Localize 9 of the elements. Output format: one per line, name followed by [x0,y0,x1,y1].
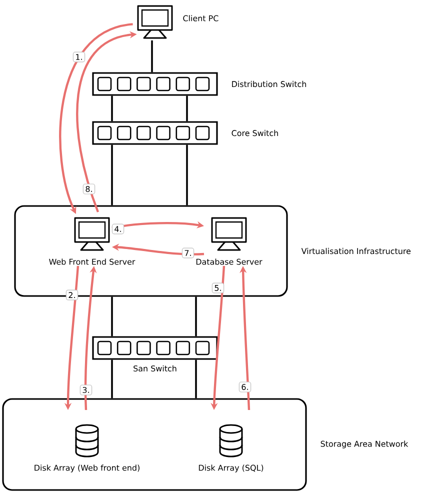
connector-line [111,144,113,206]
connector-line [186,96,188,122]
connector-line [111,96,113,122]
connector-line [186,144,188,206]
connector-line [111,296,113,336]
connector-line [195,296,197,336]
connector-line [151,40,153,72]
connector-line [195,360,197,398]
connector-line [111,360,113,398]
